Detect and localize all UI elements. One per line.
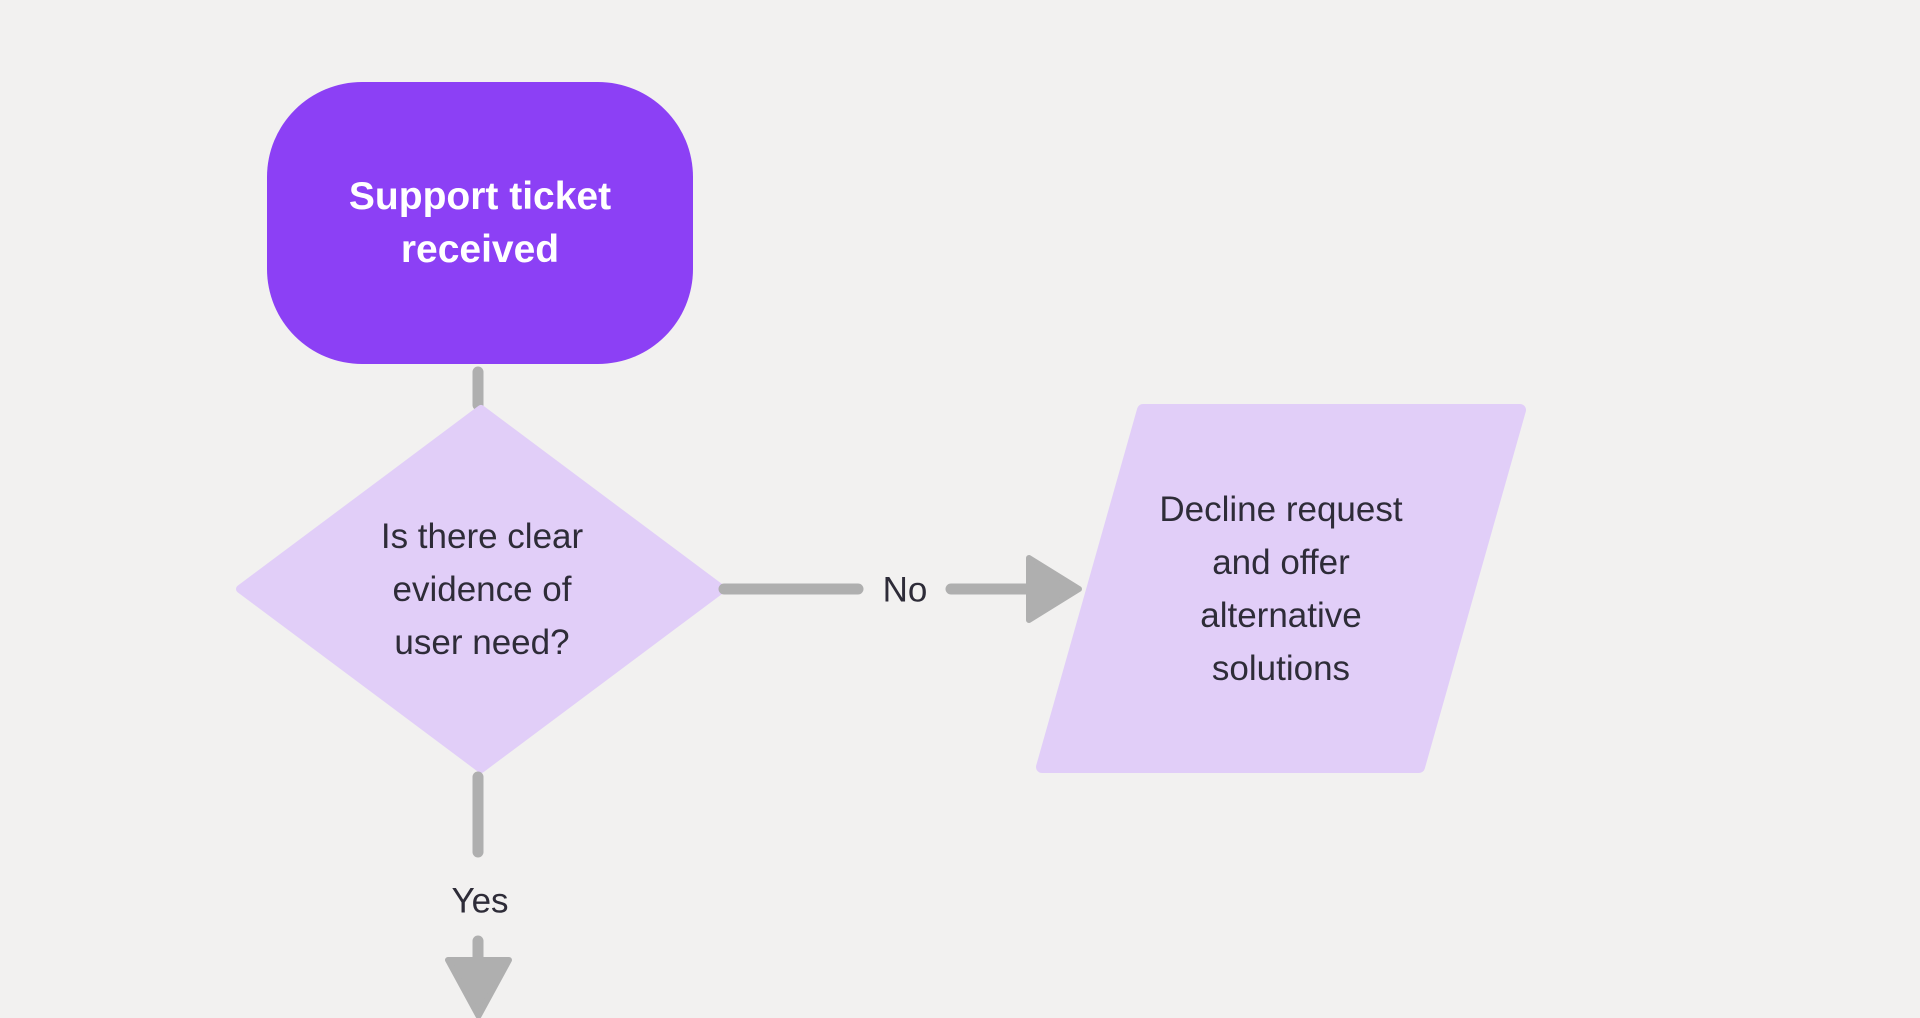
decline-node-shape[interactable] bbox=[1036, 404, 1526, 773]
yes-arrowhead-icon bbox=[445, 957, 512, 1018]
start-node-shape[interactable] bbox=[267, 82, 693, 364]
decision-node-shape[interactable] bbox=[236, 405, 726, 773]
no-arrowhead-icon bbox=[1026, 555, 1082, 623]
